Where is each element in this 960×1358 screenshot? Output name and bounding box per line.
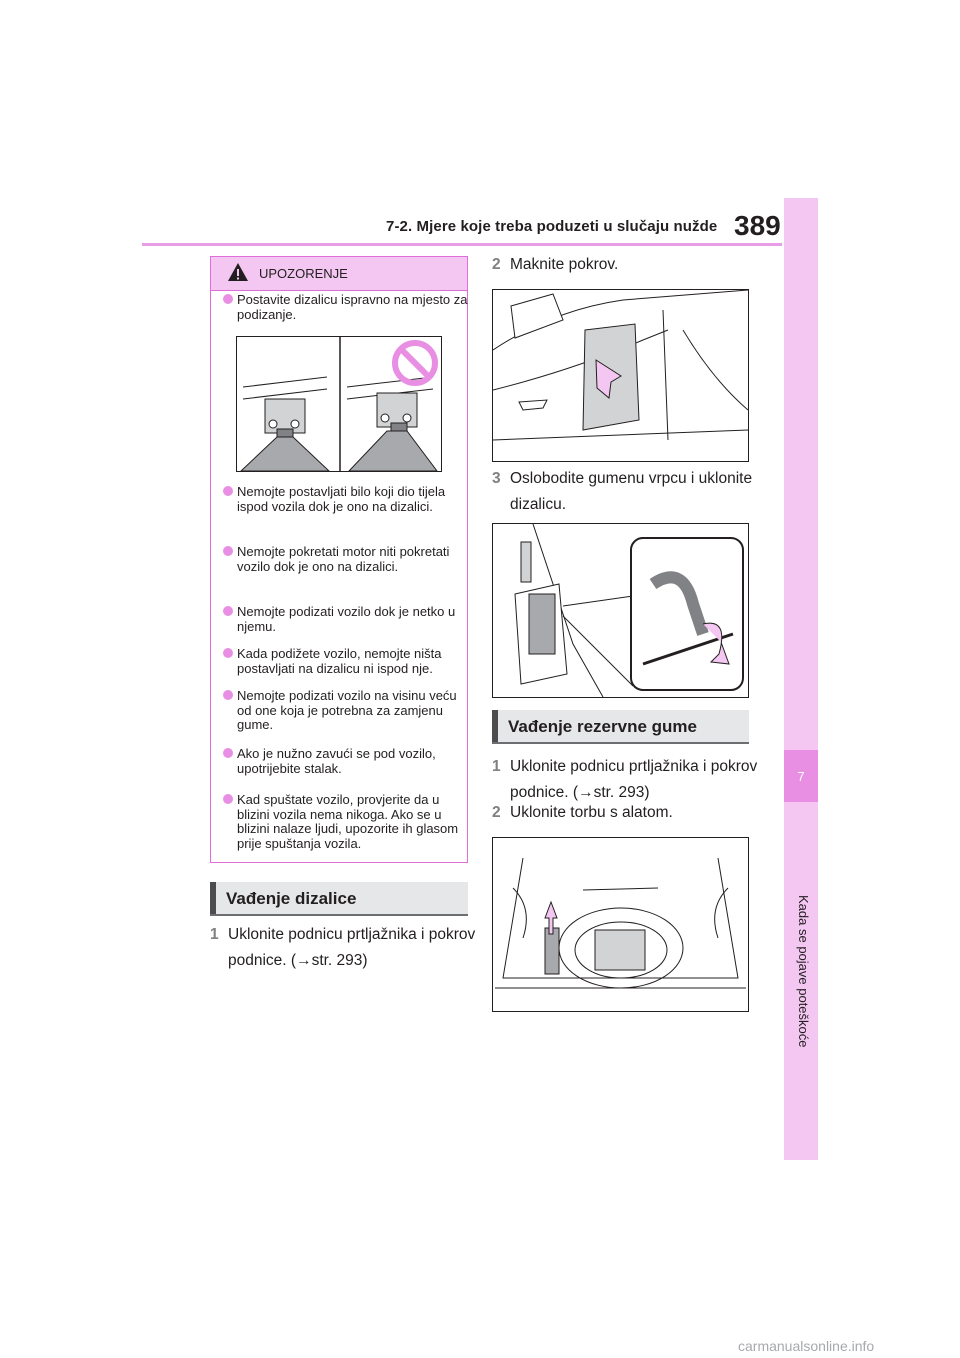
header-rule bbox=[142, 243, 782, 246]
warning-title: UPOZORENJE bbox=[259, 266, 348, 281]
arrow-icon bbox=[544, 900, 558, 935]
warning-header: UPOZORENJE bbox=[211, 257, 467, 291]
section-header-jack: Vađenje dizalice bbox=[210, 882, 468, 916]
footer-watermark: carmanualsonline.info bbox=[738, 1338, 875, 1354]
step-item: 2 Maknite pokrov. bbox=[492, 256, 619, 273]
warning-box: UPOZORENJE Postavite dizalicu ispravno n… bbox=[210, 256, 468, 863]
arrow-icon bbox=[595, 359, 622, 399]
chapter-title: Kada se pojave poteškoće bbox=[796, 895, 811, 1048]
step-item: 1 Uklonite podnicu prtljažnika i pokrov … bbox=[492, 758, 758, 801]
chapter-side-tab bbox=[784, 198, 818, 1160]
step-item: 3 Oslobodite gumenu vrpcu i uklonite diz… bbox=[492, 470, 753, 513]
section-title: 7-2. Mjere koje treba poduzeti u slučaju… bbox=[386, 218, 718, 235]
prohibited-icon bbox=[392, 340, 438, 386]
tool-bag-illustration bbox=[492, 837, 749, 1012]
jack-placement-illustration bbox=[236, 336, 442, 472]
section-header-spare-tire: Vađenje rezervne gume bbox=[492, 710, 749, 744]
step-item: 1 Uklonite podnicu prtljažnika i pokrov … bbox=[210, 926, 476, 969]
chapter-number: 7 bbox=[784, 750, 818, 802]
remove-cover-illustration bbox=[492, 289, 749, 462]
page-number: 389 bbox=[734, 210, 781, 241]
release-strap-illustration bbox=[492, 523, 749, 698]
arrow-icon bbox=[702, 622, 730, 665]
warning-triangle-icon bbox=[228, 263, 248, 281]
step-item: 2 Uklonite torbu s alatom. bbox=[492, 804, 673, 821]
